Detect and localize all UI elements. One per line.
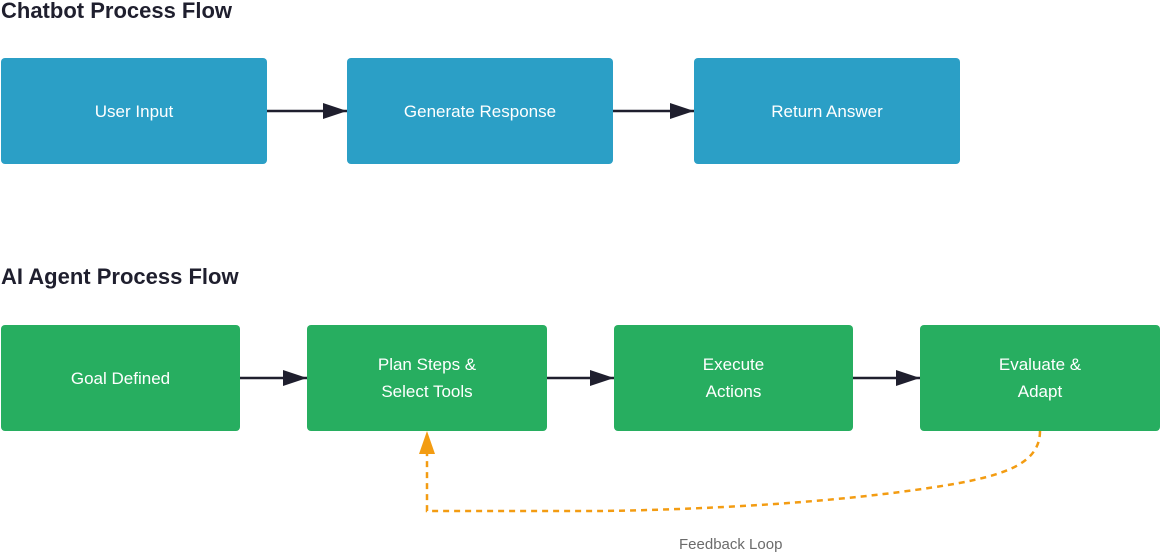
- step-label-line1: Plan Steps &: [377, 355, 477, 374]
- agent-arrow-2: [547, 370, 614, 386]
- chatbot-arrow-2: [613, 103, 694, 119]
- chatbot-arrow-1: [267, 103, 347, 119]
- agent-arrow-3: [853, 370, 920, 386]
- agent-step-plan-steps: Plan Steps & Select Tools: [307, 325, 547, 431]
- step-label-line2: Select Tools: [381, 382, 473, 401]
- chatbot-step-user-input: User Input: [1, 58, 267, 164]
- step-label: User Input: [94, 101, 174, 121]
- feedback-loop-arrow: [419, 430, 1042, 513]
- agent-step-goal-defined: Goal Defined: [1, 325, 240, 431]
- agent-arrow-1: [240, 370, 307, 386]
- step-label-line2: Adapt: [1017, 382, 1063, 401]
- feedback-loop-label: Feedback Loop: [679, 536, 783, 553]
- agent-step-evaluate-adapt: Evaluate & Adapt: [920, 325, 1160, 431]
- step-label-line1: Evaluate &: [998, 355, 1082, 374]
- step-label-line1: Goal Defined: [70, 368, 171, 388]
- step-label: Return Answer: [771, 101, 883, 121]
- chatbot-step-return-answer: Return Answer: [694, 58, 960, 164]
- agent-step-execute-actions: Execute Actions: [614, 325, 853, 431]
- step-label: Generate Response: [403, 101, 557, 121]
- step-label-line2: Actions: [705, 382, 762, 401]
- step-label-line1: Execute: [702, 355, 765, 374]
- chatbot-step-generate-response: Generate Response: [347, 58, 613, 164]
- chatbot-flow-title: Chatbot Process Flow: [1, 0, 233, 23]
- agent-flow-title: AI Agent Process Flow: [1, 264, 239, 289]
